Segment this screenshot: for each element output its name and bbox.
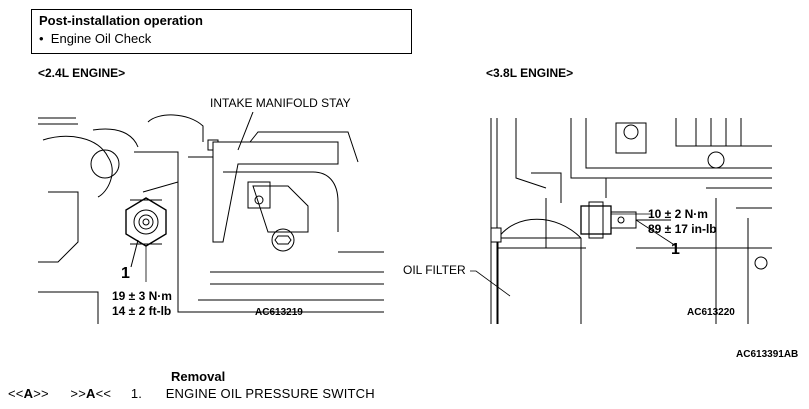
left-torque-ftlb: 14 ± 2 ft-lb bbox=[112, 304, 172, 318]
page-figure-code: AC613391AB bbox=[736, 349, 799, 360]
right-torque-nm: 10 ± 2 N·m bbox=[648, 207, 708, 221]
left-torque-nm: 19 ± 3 N·m bbox=[112, 289, 172, 303]
right-torque-specs: 10 ± 2 N·m 89 ± 17 in-lb bbox=[648, 207, 717, 237]
left-figure-code: AC613219 bbox=[255, 307, 303, 318]
right-torque-inlb: 89 ± 17 in-lb bbox=[648, 222, 717, 236]
post-installation-note: Post-installation operation • Engine Oil… bbox=[31, 9, 412, 54]
right-part-number: 1 bbox=[671, 241, 680, 258]
right-engine-label: <3.8L ENGINE> bbox=[486, 66, 574, 80]
bullet: • bbox=[39, 31, 44, 46]
right-engine-illustration bbox=[490, 118, 772, 324]
right-figure-code: AC613220 bbox=[687, 307, 735, 318]
removal-heading: Removal bbox=[171, 369, 226, 384]
left-part-number: 1 bbox=[121, 265, 130, 282]
note-item-text: Engine Oil Check bbox=[50, 31, 152, 46]
removal-step-row: <<A>> >>A<< 1. ENGINE OIL PRESSURE SWITC… bbox=[8, 386, 375, 401]
oil-filter-leader bbox=[470, 270, 511, 297]
left-torque-specs: 19 ± 3 N·m 14 ± 2 ft-lb bbox=[112, 289, 172, 319]
oil-filter-callout: OIL FILTER bbox=[403, 263, 466, 277]
left-engine-illustration bbox=[38, 112, 384, 324]
service-point-a[interactable]: <<A>> bbox=[8, 386, 49, 401]
left-engine-label: <2.4L ENGINE> bbox=[38, 66, 126, 80]
intake-manifold-stay-callout: INTAKE MANIFOLD STAY bbox=[210, 96, 351, 110]
service-point-b[interactable]: >>A<< bbox=[70, 386, 112, 401]
note-item: • Engine Oil Check bbox=[39, 31, 151, 46]
step-number: 1. bbox=[130, 386, 143, 401]
step-text: ENGINE OIL PRESSURE SWITCH bbox=[165, 386, 375, 401]
note-title: Post-installation operation bbox=[39, 13, 203, 28]
